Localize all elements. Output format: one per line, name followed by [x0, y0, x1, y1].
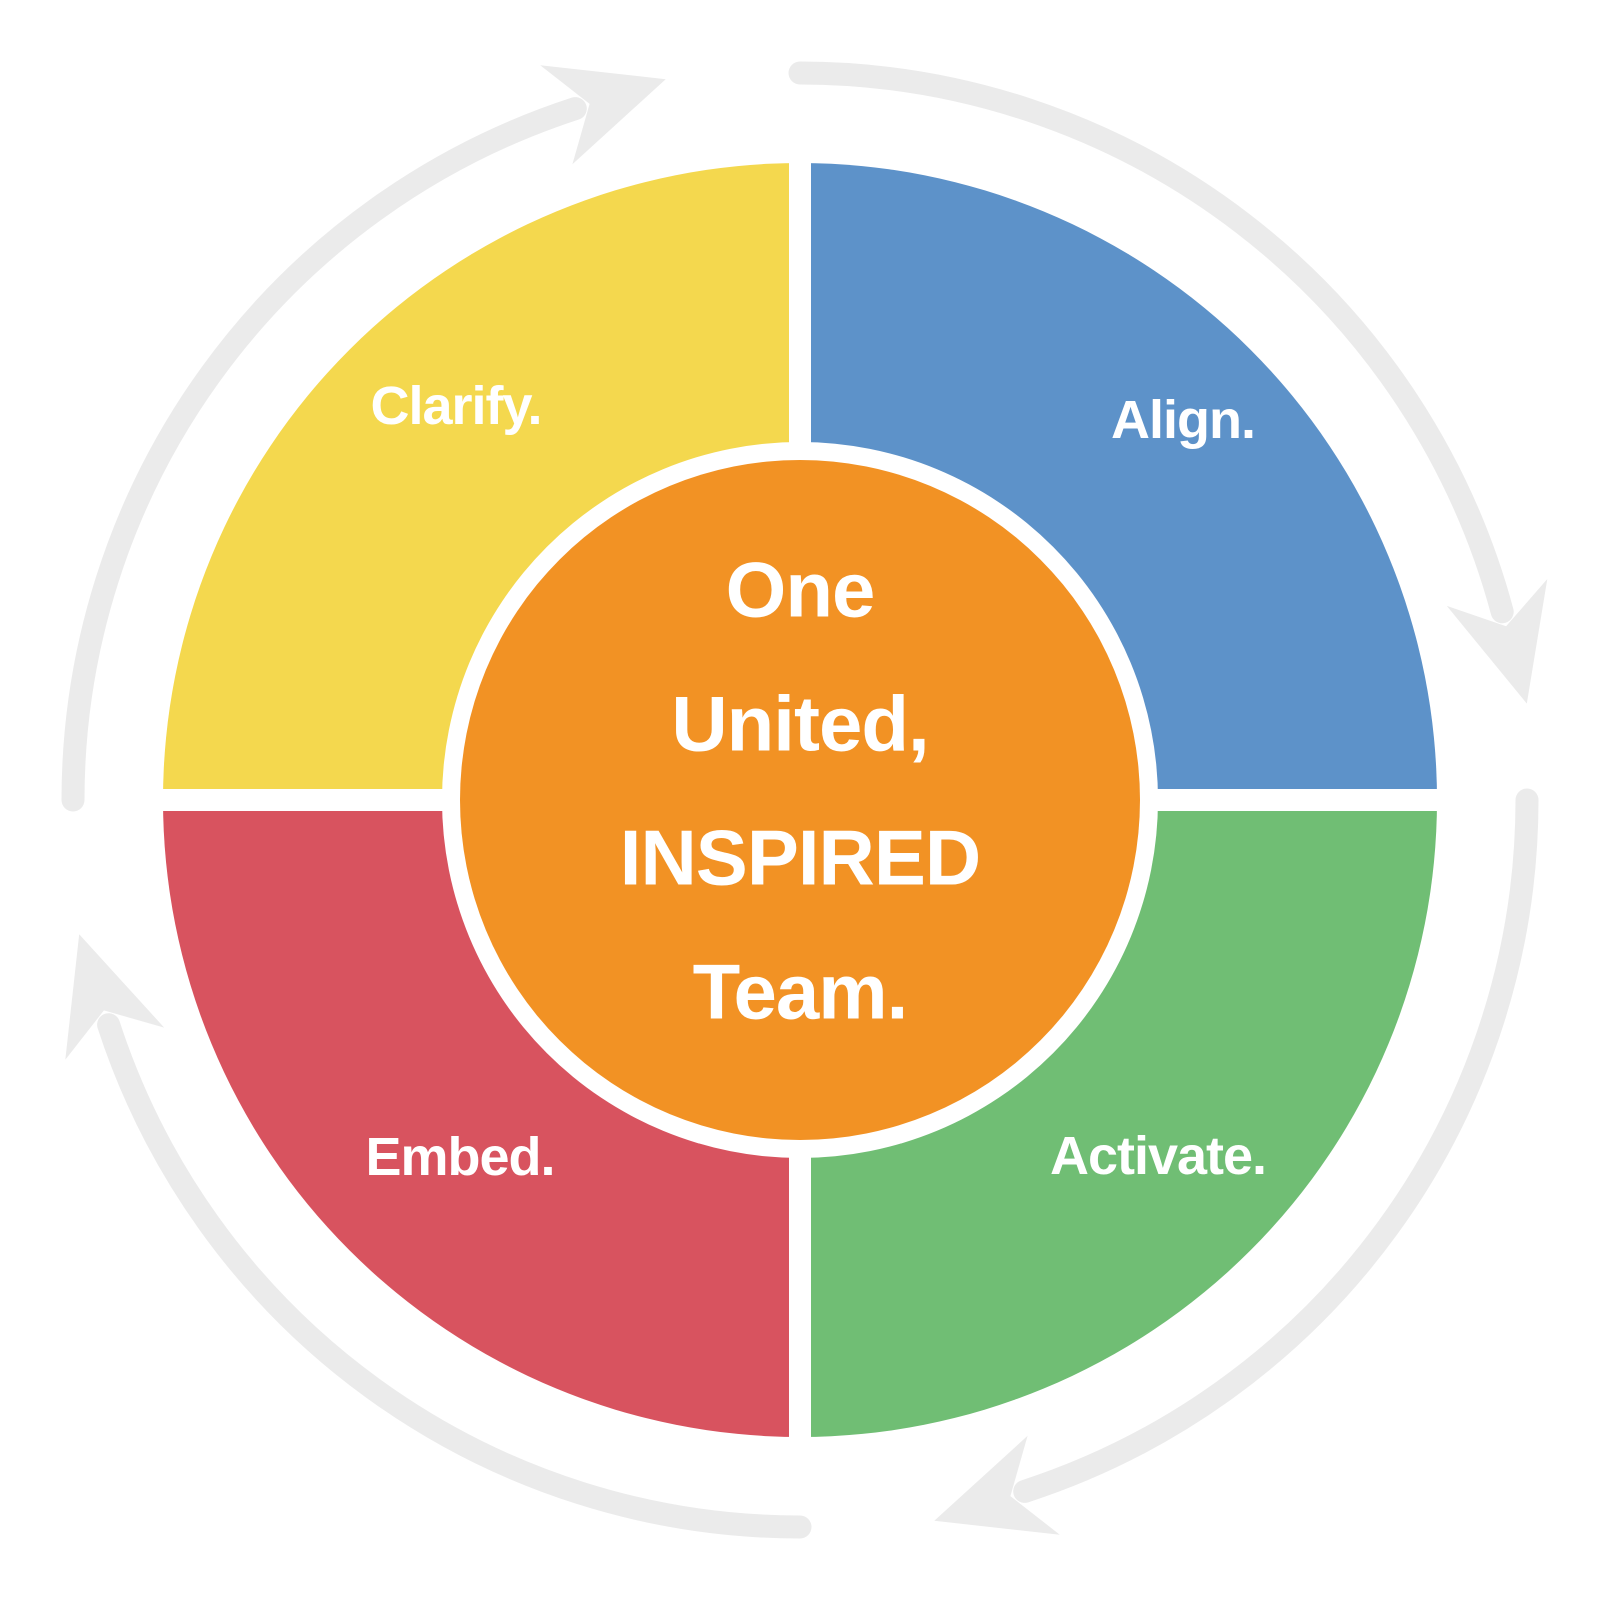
activate-label: Activate.	[1049, 1126, 1267, 1186]
align-label: Align.	[1111, 390, 1256, 450]
center-text-line-2: United,	[671, 679, 929, 768]
cycle-arrow-right-head-icon	[1446, 579, 1548, 704]
clarify-label: Clarify.	[370, 376, 542, 436]
cycle-arrow-bottom-arc	[97, 1013, 812, 1539]
cycle-arrows-group	[61, 61, 1548, 1539]
cycle-arrow-left-arc	[61, 97, 587, 812]
cycle-arrow-top-arc	[788, 61, 1514, 624]
center-text-line-4: Team.	[692, 947, 909, 1036]
cycle-arrow-top-left-head-icon	[540, 65, 666, 165]
center-text-line-3: INSPIRED	[619, 813, 981, 902]
cycle-arrow-bottom-head-icon	[934, 1435, 1060, 1535]
center-circle	[460, 460, 1140, 1140]
cycle-arrow-left-head-icon	[65, 934, 165, 1060]
cycle-arrow-right-arc	[1013, 788, 1539, 1503]
center-text-line-1: One	[725, 545, 876, 634]
embed-label: Embed.	[365, 1127, 555, 1187]
